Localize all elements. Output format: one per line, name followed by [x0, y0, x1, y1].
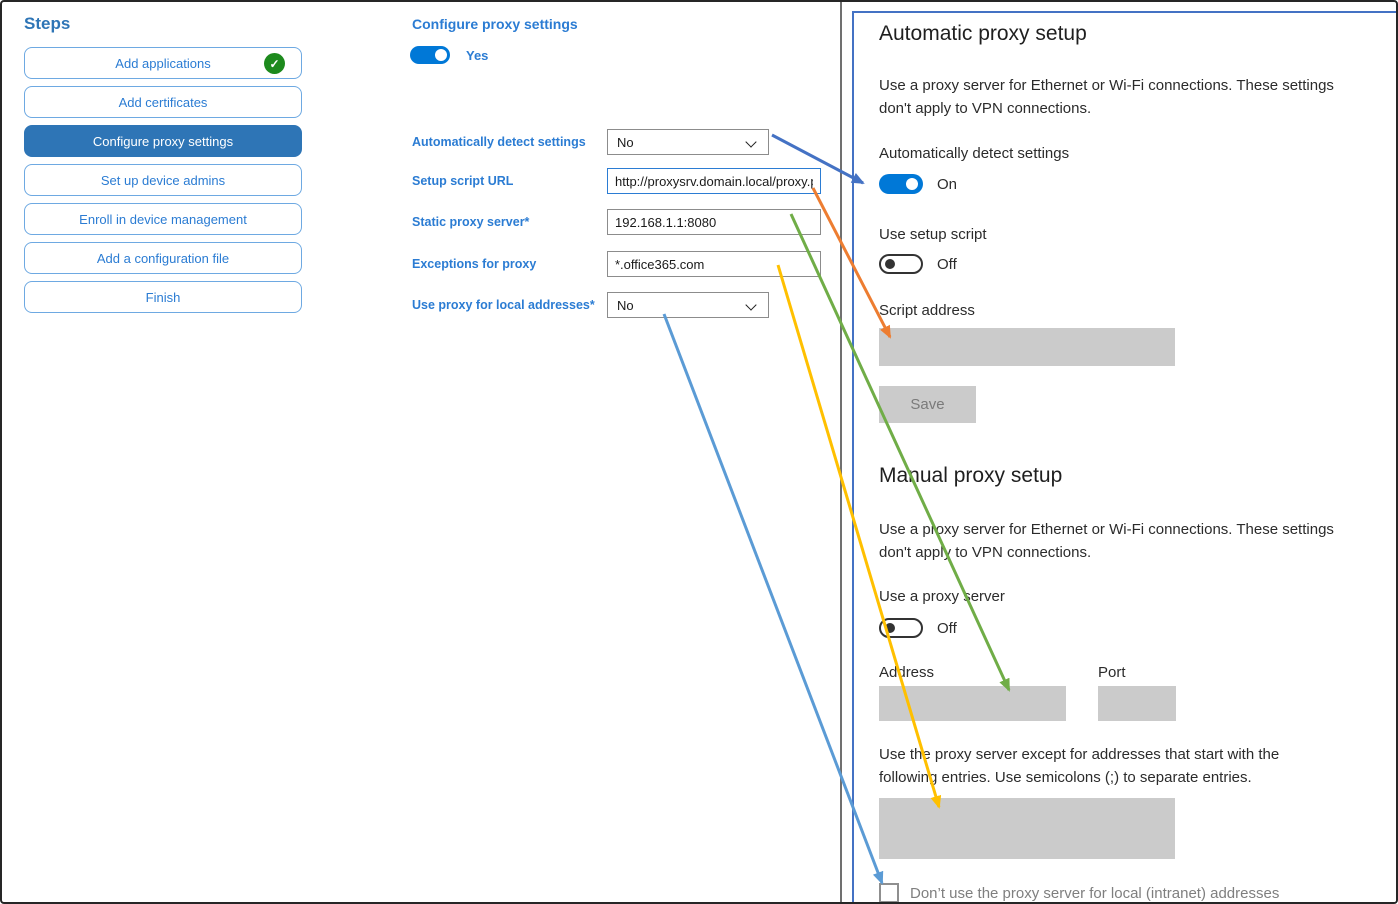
- toggle-state-label: Off: [937, 255, 957, 273]
- field-label-auto-detect: Automatically detect settings: [412, 134, 586, 149]
- toggle-state-label: Off: [937, 619, 957, 637]
- use-setup-script-label: Use setup script: [879, 226, 987, 243]
- step-set-up-device-admins[interactable]: Set up device admins: [24, 164, 302, 196]
- step-finish[interactable]: Finish: [24, 281, 302, 313]
- steps-sidebar: Steps Add applications ✓ Add certificate…: [24, 14, 302, 320]
- toggle-state-label: Yes: [466, 47, 489, 63]
- dropdown-value: No: [617, 134, 634, 150]
- windows-proxy-settings-panel: Automatic proxy setup Use a proxy server…: [852, 11, 1396, 902]
- toggle-knob: [885, 259, 895, 269]
- proxy-port-input[interactable]: [1098, 686, 1176, 721]
- form-row: Static proxy server*: [412, 209, 821, 235]
- field-label-static-proxy: Static proxy server*: [412, 214, 530, 229]
- steps-title: Steps: [24, 14, 71, 33]
- setup-script-url-input[interactable]: [607, 168, 821, 194]
- use-proxy-toggle[interactable]: [879, 618, 923, 638]
- step-enroll-in-device-management[interactable]: Enroll in device management: [24, 203, 302, 235]
- form-row: Exceptions for proxy: [412, 251, 821, 277]
- step-add-a-configuration-file[interactable]: Add a configuration file: [24, 242, 302, 274]
- bypass-local-checkbox[interactable]: [879, 883, 899, 902]
- step-add-applications[interactable]: Add applications ✓: [24, 47, 302, 79]
- automatic-proxy-heading: Automatic proxy setup: [879, 22, 1087, 45]
- address-label: Address: [879, 664, 935, 681]
- step-configure-proxy-settings[interactable]: Configure proxy settings: [24, 125, 302, 157]
- static-proxy-server-input[interactable]: [607, 209, 821, 235]
- page-title: Configure proxy settings: [412, 16, 578, 32]
- field-label-local-addresses: Use proxy for local addresses*: [412, 297, 595, 312]
- setup-script-toggle-row: Off: [879, 254, 957, 274]
- vertical-divider: [840, 2, 842, 902]
- use-proxy-server-label: Use a proxy server: [879, 588, 1005, 605]
- step-label: Enroll in device management: [79, 211, 247, 227]
- auto-detect-toggle-row: On: [879, 174, 957, 194]
- toggle-knob: [435, 49, 447, 61]
- toggle-knob: [885, 623, 895, 633]
- form-row: Use proxy for local addresses* No: [412, 292, 769, 318]
- proxy-exceptions-textarea[interactable]: [879, 798, 1175, 859]
- script-address-label: Script address: [879, 302, 975, 319]
- proxy-address-input[interactable]: [879, 686, 1066, 721]
- field-label-setup-script-url: Setup script URL: [412, 173, 514, 188]
- configure-proxy-toggle[interactable]: [410, 46, 450, 64]
- setup-script-toggle[interactable]: [879, 254, 923, 274]
- manual-proxy-description: Use a proxy server for Ethernet or Wi-Fi…: [879, 521, 1334, 561]
- manual-proxy-heading: Manual proxy setup: [879, 464, 1063, 487]
- step-label: Finish: [145, 289, 181, 305]
- step-label: Set up device admins: [100, 172, 226, 188]
- step-label: Add a configuration file: [96, 250, 230, 266]
- form-row: Setup script URL: [412, 168, 821, 194]
- proxy-exceptions-input[interactable]: [607, 251, 821, 277]
- port-label: Port: [1098, 664, 1126, 681]
- toggle-state-label: On: [937, 175, 958, 193]
- arrow-local-addresses: [662, 313, 884, 885]
- toggle-knob: [906, 178, 918, 190]
- form-row: Automatically detect settings No: [412, 129, 769, 155]
- bypass-local-row: Don’t use the proxy server for local (in…: [879, 883, 1379, 902]
- step-label: Add certificates: [118, 94, 208, 110]
- step-label: Configure proxy settings: [92, 133, 234, 149]
- chevron-down-icon: [745, 299, 757, 311]
- use-proxy-toggle-row: Off: [879, 618, 957, 638]
- script-address-input[interactable]: [879, 328, 1175, 366]
- dropdown-value: No: [617, 297, 634, 313]
- proxy-exceptions-description: Use the proxy server except for addresse…: [879, 746, 1280, 786]
- step-label: Add applications: [115, 55, 211, 71]
- step-add-certificates[interactable]: Add certificates: [24, 86, 302, 118]
- auto-detect-settings-label: Automatically detect settings: [879, 145, 1070, 162]
- automatic-proxy-description: Use a proxy server for Ethernet or Wi-Fi…: [879, 77, 1334, 117]
- completed-check-icon: ✓: [264, 53, 285, 74]
- save-button[interactable]: Save: [879, 386, 976, 423]
- chevron-down-icon: [745, 136, 757, 148]
- field-label-proxy-exceptions: Exceptions for proxy: [412, 256, 537, 271]
- auto-detect-dropdown[interactable]: No: [607, 129, 769, 155]
- configure-proxy-toggle-row: Yes: [410, 46, 488, 64]
- bypass-local-label: Don’t use the proxy server for local (in…: [910, 885, 1280, 902]
- local-addresses-dropdown[interactable]: No: [607, 292, 769, 318]
- auto-detect-toggle[interactable]: [879, 174, 923, 194]
